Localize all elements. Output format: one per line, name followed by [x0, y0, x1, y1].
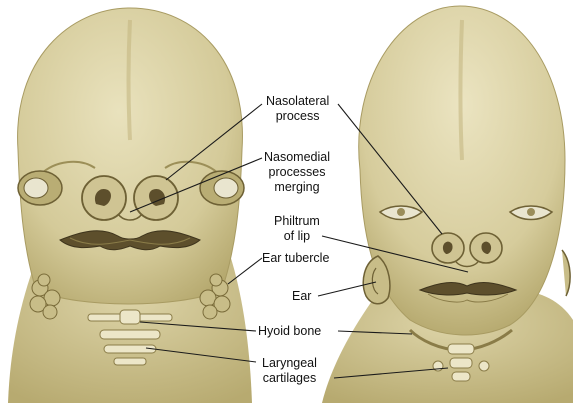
label-philtrum-line2: of lip	[274, 229, 320, 244]
left-embryo-eye-left	[18, 171, 62, 205]
label-hyoid-bone: Hyoid bone	[258, 324, 321, 339]
label-ear-text: Ear	[292, 289, 311, 304]
label-laryngeal-line1: Laryngeal	[262, 356, 317, 371]
label-hyoid-text: Hyoid bone	[258, 324, 321, 339]
label-nasomedial-line2: processes	[264, 165, 330, 180]
label-laryngeal-line2: cartilages	[262, 371, 317, 386]
label-ear-tubercle: Ear tubercle	[262, 251, 329, 266]
label-nasolateral-line1: Nasolateral	[266, 94, 329, 109]
label-nasolateral-process: Nasolateral process	[266, 94, 329, 124]
left-embryo-eye-right	[200, 171, 244, 205]
label-nasomedial-line3: merging	[264, 180, 330, 195]
label-nasomedial-line1: Nasomedial	[264, 150, 330, 165]
label-ear-tubercle-text: Ear tubercle	[262, 251, 329, 266]
right-embryo	[322, 6, 573, 403]
label-nasomedial-processes: Nasomedial processes merging	[264, 150, 330, 195]
left-embryo	[8, 8, 252, 403]
label-ear: Ear	[292, 289, 311, 304]
label-philtrum-line1: Philtrum	[274, 214, 320, 229]
label-nasolateral-line2: process	[266, 109, 329, 124]
label-laryngeal-cartilages: Laryngeal cartilages	[262, 356, 317, 386]
label-philtrum: Philtrum of lip	[274, 214, 320, 244]
